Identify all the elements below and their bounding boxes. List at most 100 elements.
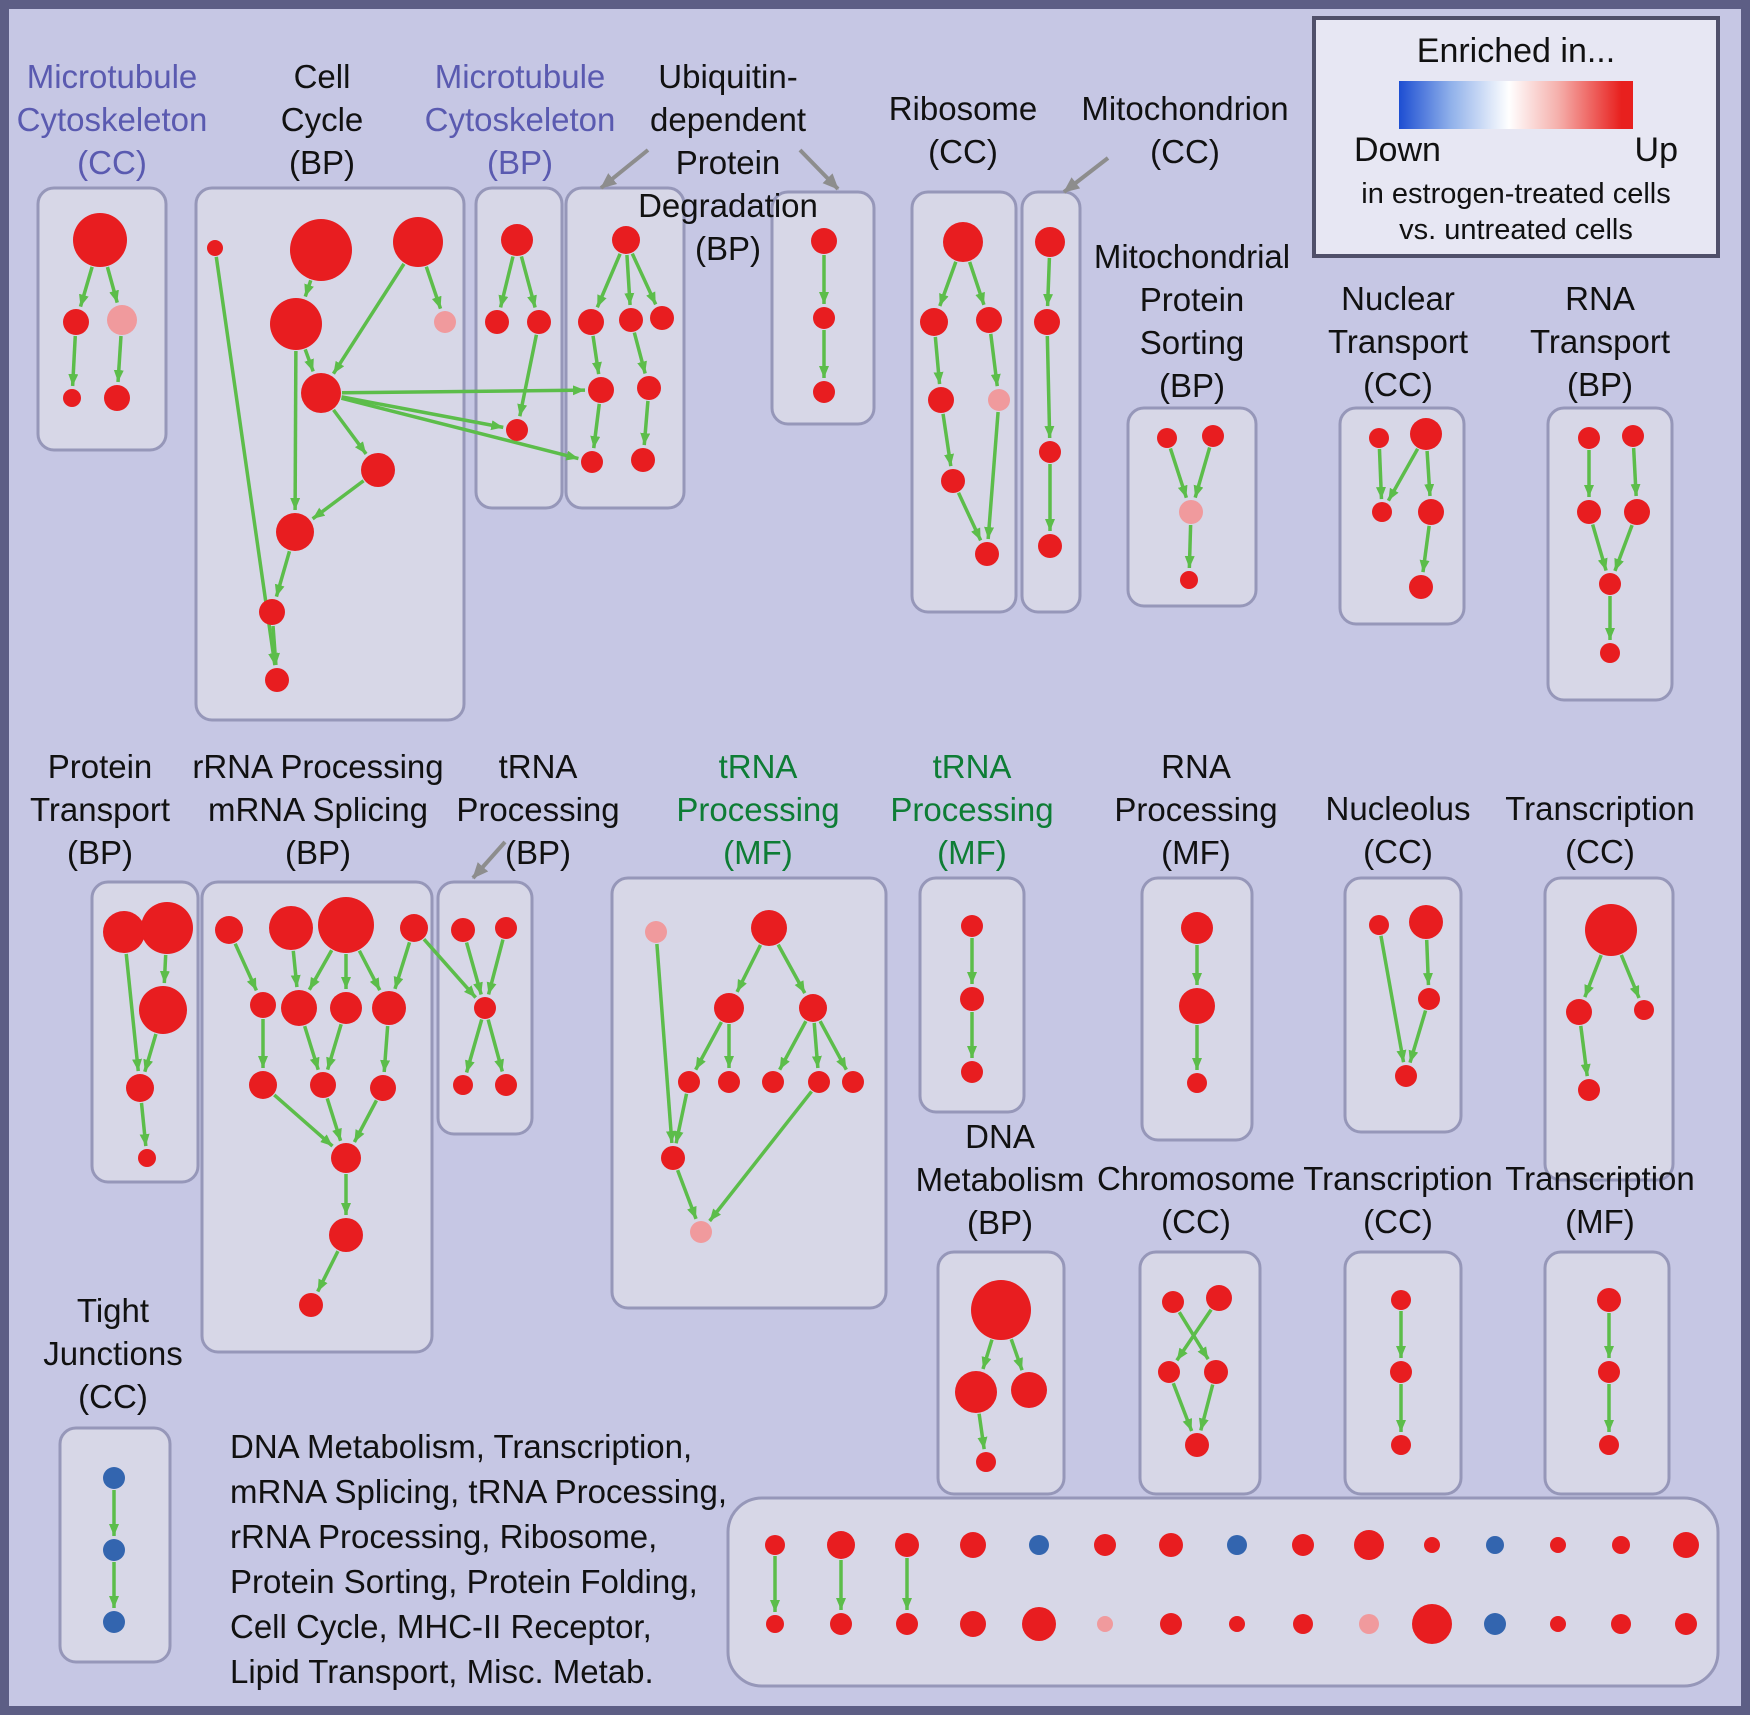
go-term-node: [1372, 502, 1392, 522]
go-term-node: [1622, 425, 1644, 447]
go-term-node: [988, 389, 1010, 411]
legend-down-label: Down: [1354, 131, 1441, 169]
go-term-node: [766, 1615, 784, 1633]
go-term-node: [1599, 573, 1621, 595]
legend-subtitle-line1: in estrogen-treated cells: [1361, 178, 1671, 210]
network-edge: [967, 261, 986, 306]
go-term-node: [506, 419, 528, 441]
label-transcription-cc-a: Transcription(CC): [1505, 790, 1695, 870]
go-term-node: [1179, 988, 1215, 1024]
network-edge: [274, 550, 292, 598]
network-edge: [595, 253, 622, 308]
network-edge: [673, 1093, 689, 1144]
go-term-node: [619, 308, 643, 332]
network-edge: [464, 1019, 484, 1073]
network-edge: [1193, 447, 1212, 499]
go-term-node: [400, 914, 428, 942]
go-term-node: [1181, 912, 1213, 944]
network-edge: [1424, 450, 1435, 497]
network-edge: [655, 943, 676, 1144]
go-term-node: [1157, 428, 1177, 448]
go-term-node: [1160, 1613, 1182, 1635]
network-edge: [941, 413, 954, 467]
network-edge: [675, 1169, 698, 1220]
network-edge: [424, 266, 443, 310]
network-edge: [316, 1250, 340, 1293]
go-term-node: [1585, 904, 1637, 956]
go-term-node: [453, 1075, 473, 1095]
network-edge: [303, 279, 314, 298]
cluster-box-nucleolus-cc: [1343, 876, 1463, 1134]
network-edge: [422, 938, 478, 999]
go-term-node: [1391, 1435, 1411, 1455]
go-term-node: [813, 307, 835, 329]
go-term-node: [207, 240, 223, 256]
go-term-node: [1227, 1535, 1247, 1555]
go-term-node: [103, 911, 145, 953]
go-term-node: [961, 915, 983, 937]
go-term-node: [270, 298, 322, 350]
network-edge: [143, 1033, 158, 1073]
network-edge: [341, 385, 586, 396]
go-term-node: [762, 1071, 784, 1093]
go-term-node: [1204, 1360, 1228, 1384]
go-term-node: [1293, 1614, 1313, 1634]
go-term-node: [290, 219, 352, 281]
go-term-node: [250, 992, 276, 1018]
network-edge: [290, 350, 301, 511]
go-term-node: [941, 469, 965, 493]
go-term-node: [1412, 1604, 1452, 1644]
network-edge: [1579, 1025, 1591, 1077]
go-term-node: [330, 992, 362, 1024]
go-term-node: [799, 994, 827, 1022]
go-term-node: [299, 1293, 323, 1317]
cluster-box-chromosome-cc: [1138, 1250, 1262, 1496]
label-ribosome-cc: Ribosome(CC): [889, 90, 1038, 170]
network-edge: [124, 953, 143, 1072]
go-term-node: [527, 310, 551, 334]
go-term-node: [896, 1613, 918, 1635]
go-term-node: [661, 1146, 685, 1170]
go-term-node: [581, 451, 603, 473]
go-term-node: [751, 910, 787, 946]
go-term-node: [1359, 1614, 1379, 1634]
label-mitochondrion-cc: Mitochondrion(CC): [1081, 90, 1288, 170]
go-term-node: [1162, 1291, 1184, 1313]
cluster-box-mitochondrion-cc: [1020, 190, 1082, 614]
go-term-node: [1634, 1000, 1654, 1020]
go-term-node: [215, 916, 243, 944]
go-term-node: [975, 542, 999, 566]
go-term-node: [1011, 1372, 1047, 1408]
go-term-node: [650, 306, 674, 330]
go-term-node: [928, 387, 954, 413]
go-term-node: [1292, 1534, 1314, 1556]
network-edge: [303, 348, 315, 372]
go-term-node: [842, 1071, 864, 1093]
legend-title: Enriched in...: [1416, 32, 1616, 70]
label-pointer-arrow: [798, 148, 840, 191]
network-edge: [486, 1019, 505, 1072]
network-edge: [1630, 447, 1641, 497]
go-term-node: [372, 991, 406, 1025]
network-edge: [1171, 1382, 1194, 1432]
cluster-box-rrna-processing-mrna-splicing-bp: [200, 880, 434, 1354]
go-term-node: [1410, 418, 1442, 450]
network-edge: [590, 403, 601, 449]
go-term-node: [578, 309, 604, 335]
go-term-node: [1035, 227, 1065, 257]
go-term-node: [1185, 1433, 1209, 1457]
go-term-node: [1566, 999, 1592, 1025]
network-edge: [1422, 939, 1433, 986]
go-term-node: [960, 1532, 986, 1558]
network-edge: [640, 400, 651, 446]
